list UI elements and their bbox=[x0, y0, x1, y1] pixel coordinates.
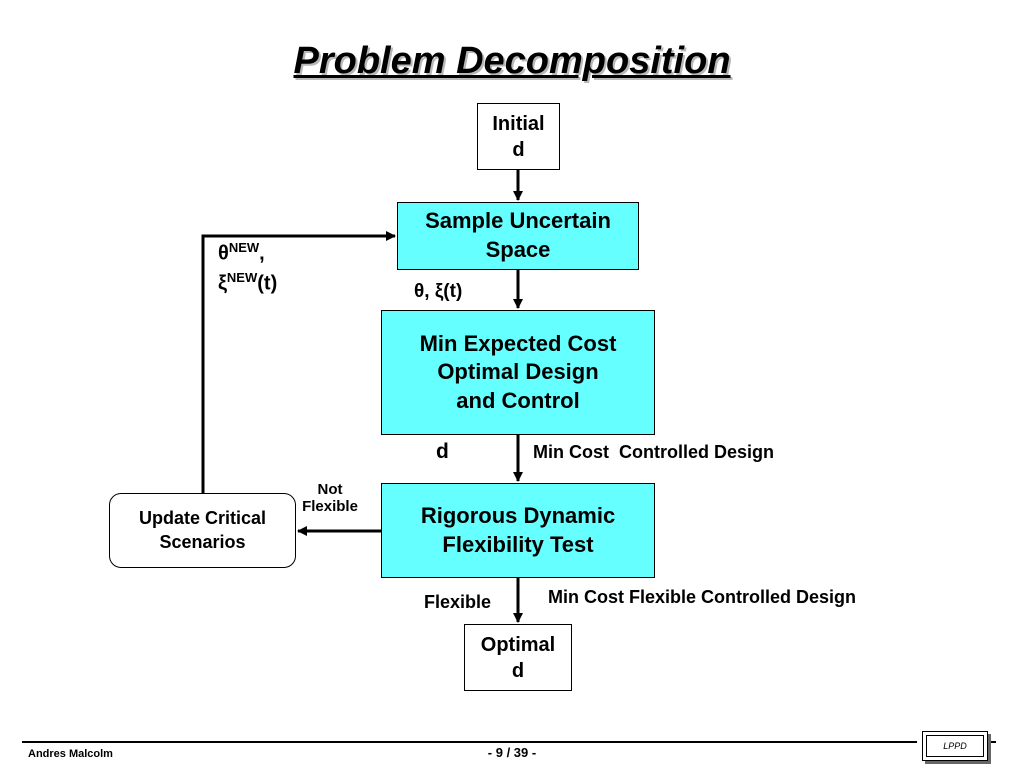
optimal-d-box: Optimal d bbox=[464, 624, 572, 691]
footer-divider-tick bbox=[990, 741, 996, 743]
min-expected-cost-line3: and Control bbox=[456, 387, 580, 413]
footer-author: Andres Malcolm bbox=[28, 748, 113, 760]
lppd-logo-inner: LPPD bbox=[926, 735, 984, 757]
sample-uncertain-space-box: Sample Uncertain Space bbox=[397, 202, 639, 270]
not-flexible-line2: Flexible bbox=[302, 498, 358, 515]
arrow-update-to-sample bbox=[201, 231, 396, 494]
flexibility-test-line2: Flexibility Test bbox=[442, 531, 594, 557]
update-critical-line2: Scenarios bbox=[159, 531, 246, 552]
theta-new-tail: , bbox=[259, 242, 265, 265]
min-expected-cost-line1: Min Expected Cost bbox=[419, 330, 617, 356]
footer-page-number: - 9 / 39 - bbox=[487, 745, 537, 760]
theta-xi-label: θ, ξ(t) bbox=[414, 281, 463, 302]
sample-uncertain-space-line2: Space bbox=[485, 237, 551, 262]
xi-new-base: ξ bbox=[218, 272, 227, 295]
d-label: d bbox=[436, 440, 449, 463]
flexible-label: Flexible bbox=[424, 592, 492, 612]
initial-d-line1: Initial bbox=[492, 112, 545, 135]
min-cost-flexible-label: Min Cost Flexible Controlled Design bbox=[548, 587, 857, 607]
slide-title: Problem Decomposition bbox=[293, 40, 731, 82]
min-expected-cost-box: Min Expected Cost Optimal Design and Con… bbox=[381, 310, 655, 435]
not-flexible-line1: Not bbox=[317, 481, 343, 498]
flexibility-test-line1: Rigorous Dynamic bbox=[420, 502, 616, 528]
sample-uncertain-space-line1: Sample Uncertain bbox=[425, 208, 611, 234]
theta-new-sup: NEW bbox=[228, 240, 260, 255]
min-cost-controlled-label: Min Cost Controlled Design bbox=[533, 442, 774, 462]
min-expected-cost-line2: Optimal Design bbox=[437, 359, 599, 385]
lppd-logo: LPPD bbox=[922, 731, 988, 761]
optimal-d-line1: Optimal bbox=[480, 633, 556, 656]
xi-new-tail: (t) bbox=[257, 272, 278, 295]
initial-d-box: Initial d bbox=[477, 103, 560, 170]
footer-divider bbox=[22, 741, 917, 743]
xi-new-label: ξNEW(t) bbox=[218, 270, 277, 296]
update-critical-line1: Update Critical bbox=[138, 508, 267, 529]
flexibility-test-box: Rigorous Dynamic Flexibility Test bbox=[381, 483, 655, 578]
xi-new-sup: NEW bbox=[226, 270, 258, 285]
lppd-logo-text: LPPD bbox=[943, 741, 967, 751]
optimal-d-line2: d bbox=[511, 659, 525, 682]
theta-new-label: θNEW, bbox=[218, 240, 265, 266]
update-critical-scenarios-box: Update Critical Scenarios bbox=[109, 493, 296, 568]
initial-d-line2: d bbox=[512, 138, 525, 161]
not-flexible-label: Not Flexible bbox=[296, 481, 364, 515]
theta-new-base: θ bbox=[218, 242, 229, 265]
